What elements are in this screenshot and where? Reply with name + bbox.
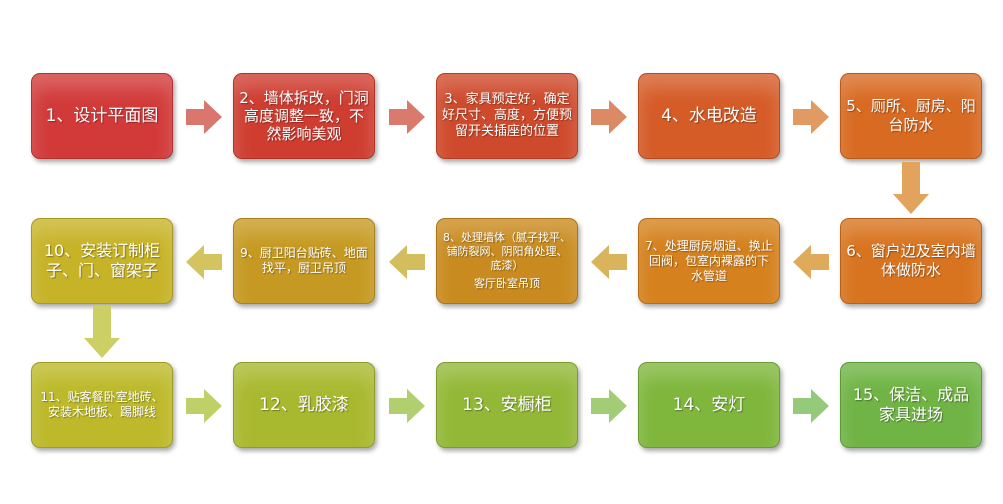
arrow-14-to-15 — [793, 389, 829, 423]
arrow-11-to-12 — [186, 389, 222, 423]
arrow-2-to-3 — [389, 100, 425, 134]
step-3-box: 3、家具预定好，确定好尺寸、高度，方便预留开关插座的位置 — [436, 73, 578, 159]
arrow-1-to-2 — [186, 100, 222, 134]
step-12-box: 12、乳胶漆 — [233, 362, 375, 448]
step-5-box: 5、厕所、厨房、阳台防水 — [840, 73, 982, 159]
step-6-label: 6、窗户边及室内墙体做防水 — [846, 242, 976, 279]
step-5-label: 5、厕所、厨房、阳台防水 — [846, 97, 976, 134]
step-11-box: 11、贴客餐卧室地砖、安装木地板、踢脚线 — [31, 362, 173, 448]
arrow-7-to-8 — [591, 245, 627, 279]
step-10-label: 10、安装订制柜子、门、窗架子 — [43, 241, 161, 280]
arrow-13-to-14 — [591, 389, 627, 423]
step-14-label: 14、安灯 — [672, 394, 746, 415]
step-6-box: 6、窗户边及室内墙体做防水 — [840, 218, 982, 304]
step-7-label: 7、处理厨房烟道、换止回阀，包室内裸露的下水管道 — [645, 238, 773, 283]
step-1-box: 1、设计平面图 — [31, 73, 173, 159]
step-15-label: 15、保洁、成品家具进场 — [852, 385, 970, 424]
step-10-box: 10、安装订制柜子、门、窗架子 — [31, 218, 173, 304]
step-2-box: 2、墙体拆改，门洞高度调整一致，不然影响美观 — [233, 73, 375, 159]
step-8-box: 8、处理墙体（腻子找平、铺防裂网、阴阳角处理、底漆） 客厅卧室吊顶 — [436, 218, 578, 304]
step-4-box: 4、水电改造 — [638, 73, 780, 159]
step-1-label: 1、设计平面图 — [45, 105, 159, 126]
arrow-12-to-13 — [389, 389, 425, 423]
step-9-label: 9、厨卫阳台贴砖、地面找平，厨卫吊顶 — [240, 246, 368, 275]
step-4-label: 4、水电改造 — [661, 105, 757, 126]
step-7-box: 7、处理厨房烟道、换止回阀，包室内裸露的下水管道 — [638, 218, 780, 304]
step-13-label: 13、安橱柜 — [462, 394, 552, 415]
arrow-5-to-6 — [893, 162, 929, 214]
step-3-label: 3、家具预定好，确定好尺寸、高度，方便预留开关插座的位置 — [442, 92, 573, 139]
step-8-label: 8、处理墙体（腻子找平、铺防裂网、阴阳角处理、底漆） — [443, 231, 571, 272]
arrow-4-to-5 — [793, 100, 829, 134]
arrow-8-to-9 — [389, 245, 425, 279]
step-15-box: 15、保洁、成品家具进场 — [840, 362, 982, 448]
step-9-box: 9、厨卫阳台贴砖、地面找平，厨卫吊顶 — [233, 218, 375, 304]
step-13-box: 13、安橱柜 — [436, 362, 578, 448]
step-8-label-2: 客厅卧室吊顶 — [474, 277, 540, 290]
step-12-label: 12、乳胶漆 — [259, 394, 349, 415]
arrow-10-to-11 — [84, 306, 120, 358]
arrow-6-to-7 — [793, 245, 829, 279]
arrow-9-to-10 — [186, 245, 222, 279]
arrow-3-to-4 — [591, 100, 627, 134]
step-14-box: 14、安灯 — [638, 362, 780, 448]
step-2-label: 2、墙体拆改，门洞高度调整一致，不然影响美观 — [239, 89, 369, 143]
step-11-label: 11、贴客餐卧室地砖、安装木地板、踢脚线 — [40, 390, 164, 419]
